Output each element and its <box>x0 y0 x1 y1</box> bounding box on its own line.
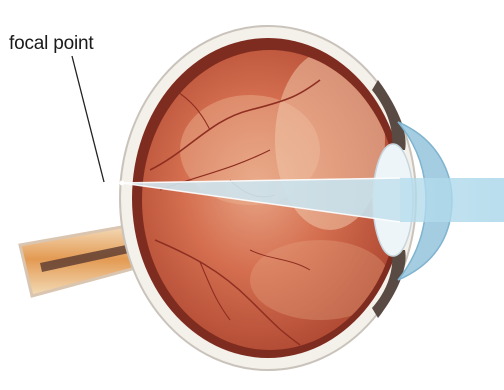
focal-point-label: focal point <box>9 33 93 55</box>
focal-point-marker <box>120 181 125 186</box>
label-leader-line <box>72 56 104 182</box>
